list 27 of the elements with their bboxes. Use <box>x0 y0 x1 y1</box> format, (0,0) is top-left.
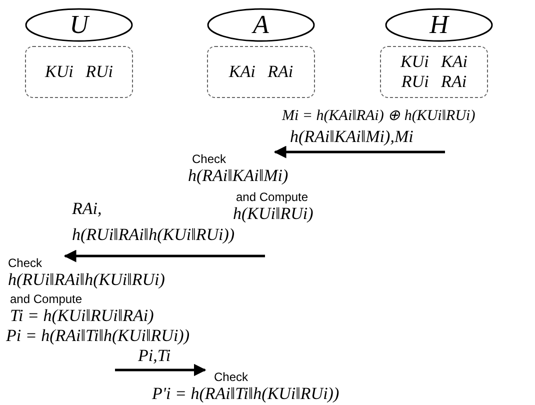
entity-name: H <box>430 10 448 40</box>
annotation-text: and Compute <box>236 190 308 204</box>
formula: h(KUi‖RUi) <box>233 204 314 224</box>
formula: Ti = h(KUi‖RUi‖RAi) <box>10 306 154 326</box>
message-label: RAi, h(RUi‖RAi‖h(KUi‖RUi)) <box>72 198 235 246</box>
arrow <box>64 250 265 262</box>
formula: h(RAi‖KAi‖Mi) <box>188 166 288 186</box>
check-label: Check <box>192 152 226 166</box>
formula: P'i = h(RAi‖Ti‖h(KUi‖RUi)) <box>152 384 340 404</box>
key-names: KAi RAi <box>228 62 294 82</box>
key-names: KUi RUi <box>44 62 114 82</box>
key-box <box>207 46 315 98</box>
key-names: KUi KAi RUi RAi <box>399 52 469 92</box>
formula: Mi = h(KAi‖RAi) ⊕ h(KUi‖RUi) <box>282 107 476 125</box>
key-box <box>25 46 133 98</box>
entity-name: A <box>253 10 269 40</box>
key-box <box>380 46 488 98</box>
annotation-text: and Compute <box>10 292 82 306</box>
formula: h(RUi‖RAi‖h(KUi‖RUi) <box>8 270 165 290</box>
entity-name: U <box>70 10 88 40</box>
message-label: h(RAi‖KAi‖Mi),Mi <box>290 128 414 146</box>
formula: Pi = h(RAi‖Ti‖h(KUi‖RUi)) <box>6 326 190 346</box>
arrow <box>115 364 206 376</box>
message-label: Pi,Ti <box>138 347 171 365</box>
check-label: Check <box>8 256 42 270</box>
check-label: Check <box>214 370 248 384</box>
arrow <box>274 146 445 158</box>
